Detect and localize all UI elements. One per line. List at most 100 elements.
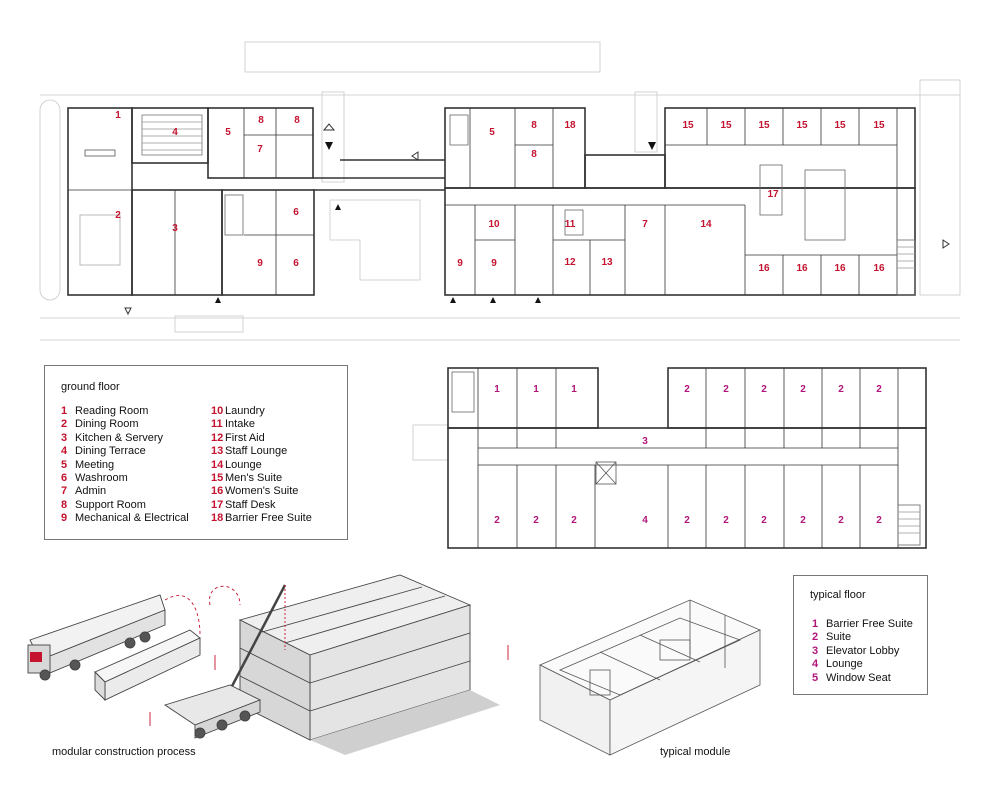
ground-floor-room-tag: 15 (873, 120, 885, 131)
typical-partitions (451, 368, 921, 548)
exit-markers (124, 123, 950, 316)
ground-floor-legend-number: 18 (211, 512, 224, 525)
ground-floor-legend-label: Lounge (225, 458, 262, 471)
site-context (39, 41, 961, 341)
ground-floor-legend-title: ground floor (61, 381, 120, 393)
ground-floor-legend-item: 1 Reading Room (61, 405, 148, 418)
ground-floor-legend-number: 14 (211, 458, 224, 471)
ground-floor-room-tag: 7 (257, 144, 263, 155)
delivery-truck (27, 594, 166, 681)
ground-floor-legend-number: 12 (211, 431, 224, 444)
lift-path-arc (209, 585, 241, 606)
ground-floor-room-tag: 15 (834, 120, 846, 131)
ground-floor-room-tag: 15 (682, 120, 694, 131)
typical-floor-room-tag: 2 (800, 515, 806, 526)
typical-outer-walls (447, 367, 927, 549)
lift-path-arc (164, 595, 201, 636)
typical-floor-room-tag: 1 (571, 384, 577, 395)
typical-floor-legend-number: 2 (812, 631, 819, 644)
ground-floor-legend-label: First Aid (225, 431, 265, 444)
ground-floor-legend-label: Reading Room (75, 405, 149, 417)
typical-floor-room-tag: 1 (533, 384, 539, 395)
right-wing-partitions (445, 108, 916, 296)
ground-floor-room-tag: 3 (172, 223, 178, 234)
ground-floor-room-tag: 8 (531, 120, 537, 131)
ground-floor-legend-number: 16 (211, 485, 224, 498)
ground-floor-legend-label: Staff Lounge (225, 445, 288, 458)
ground-floor-room-tag: 9 (491, 258, 497, 269)
ground-floor-legend-label: Washroom (75, 472, 128, 484)
ground-floor-legend-number: 6 (61, 472, 68, 484)
ground-floor-room-tag: 8 (294, 115, 300, 126)
ground-floor-room-tag: 14 (700, 219, 712, 230)
modular-building (238, 574, 500, 755)
ground-floor-legend-item: 6 Washroom (61, 472, 128, 485)
typical-floor-room-tag: 2 (723, 384, 729, 395)
ground-floor-room-tag: 6 (293, 258, 299, 269)
ground-floor-room-tag: 1 (115, 110, 121, 121)
ground-floor-room-tag: 18 (564, 120, 576, 131)
typical-floor-room-tag: 2 (571, 515, 577, 526)
typical-floor-room-tag: 2 (684, 515, 690, 526)
ground-floor-room-tag: 16 (796, 263, 808, 274)
ground-floor-plan (39, 41, 961, 341)
ground-floor-legend-label: Dining Room (75, 418, 139, 431)
typical-floor-room-tag: 2 (723, 515, 729, 526)
ground-floor-legend-number: 2 (61, 418, 68, 431)
typical-floor-room-tag: 3 (642, 436, 648, 447)
ground-floor-legend-label: Staff Desk (225, 498, 276, 511)
ground-floor-legend-number: 7 (61, 485, 68, 498)
ground-floor-legend-label: Barrier Free Suite (225, 512, 312, 525)
ground-floor-legend-number: 9 (61, 512, 68, 525)
typical-floor-room-tag: 2 (838, 384, 844, 395)
ground-floor-legend-label: Laundry (225, 405, 265, 417)
left-wing-partitions (68, 108, 314, 295)
typical-floor-plan (412, 367, 927, 549)
ground-floor-room-tag: 2 (115, 210, 121, 221)
ground-floor-room-tag: 11 (565, 219, 576, 230)
typical-floor-room-tag: 4 (642, 515, 648, 526)
ground-floor-legend-number: 4 (61, 445, 68, 458)
typical-floor-room-tag: 2 (533, 515, 539, 526)
typical-floor-legend-number: 4 (812, 658, 819, 671)
modular-construction-illustration (27, 574, 509, 755)
ground-floor-room-tag: 9 (457, 258, 463, 269)
ground-floor-legend-item: 7 Admin (61, 485, 106, 498)
typical-floor-legend-number: 1 (812, 618, 819, 630)
ground-floor-legend-number: 1 (61, 405, 68, 417)
ground-floor-room-tag: 4 (172, 127, 178, 138)
ground-floor-legend-label: Kitchen & Servery (75, 431, 164, 444)
ground-floor-room-tag: 8 (531, 149, 537, 160)
ground-floor-room-tag: 10 (488, 219, 500, 230)
typical-floor-room-tag: 2 (876, 515, 882, 526)
typical-floor-room-tag: 2 (800, 384, 806, 395)
ground-floor-room-tag: 16 (873, 263, 885, 274)
typical-floor-legend-label: Window Seat (826, 671, 891, 684)
ground-floor-legend-number: 15 (211, 472, 224, 484)
typical-floor-legend-label: Barrier Free Suite (826, 618, 913, 630)
ground-floor-legend-number: 17 (211, 498, 224, 511)
ground-floor-legend-label: Admin (75, 485, 107, 498)
mobile-crane (163, 584, 287, 739)
ground-floor-legend-number: 10 (211, 405, 224, 417)
typical-floor-room-tag: 1 (494, 384, 500, 395)
typical-floor-legend-label: Suite (826, 631, 852, 644)
typical-floor-room-tag: 2 (876, 384, 882, 395)
